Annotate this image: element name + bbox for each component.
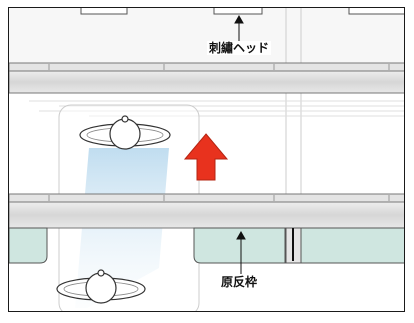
upper-rail — [9, 62, 404, 94]
embroidery-head-upper — [79, 115, 171, 150]
embroidery-head-lower — [56, 269, 146, 304]
teal-panels — [9, 227, 404, 264]
leader-arrow-head — [234, 14, 244, 42]
machine-diagram — [9, 8, 404, 311]
vertical-post — [285, 227, 302, 264]
label-frame: 原反枠 — [219, 275, 260, 289]
arrow-up-icon — [183, 133, 229, 181]
head-tabs — [80, 8, 404, 15]
upper-area — [9, 8, 404, 63]
lower-rail — [9, 193, 404, 229]
diagram-frame: 刺繡ヘッド 原反枠 — [8, 7, 405, 312]
label-embroidery-head: 刺繡ヘッド — [207, 41, 272, 55]
leader-arrow-frame — [236, 230, 246, 274]
